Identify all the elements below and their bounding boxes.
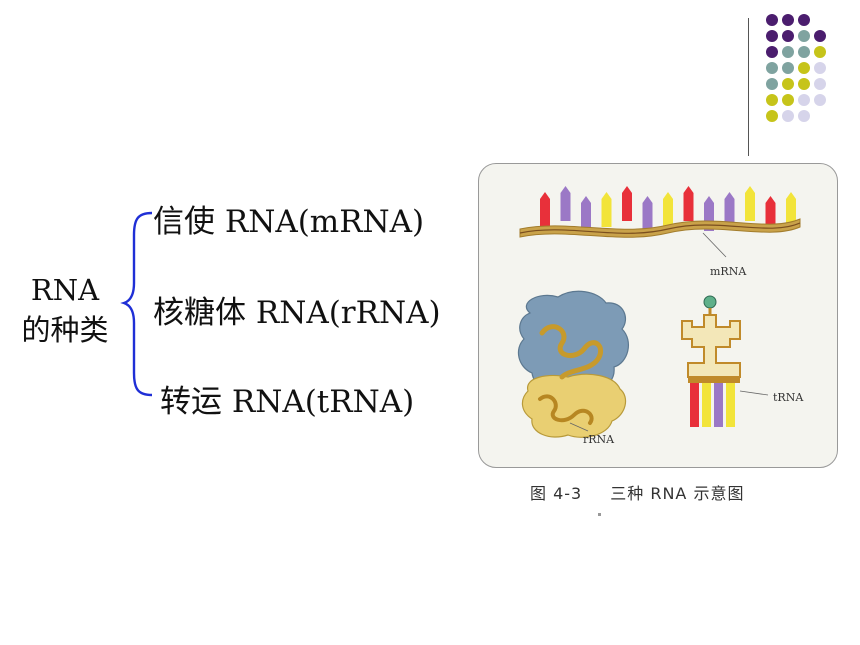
- mrna-base: [724, 199, 735, 227]
- mrna-base-cap: [765, 196, 776, 203]
- mrna-base: [622, 193, 632, 221]
- rna-type-trna: 转运 RNA(tRNA): [160, 384, 415, 420]
- mrna-base-cap: [663, 192, 673, 199]
- figure-caption-text: 三种 RNA 示意图: [610, 484, 745, 503]
- trna-shape: [681, 295, 741, 427]
- decorative-dot: [798, 78, 810, 90]
- mrna-base: [560, 193, 571, 221]
- decorative-dot: [798, 46, 810, 58]
- category-label-line1: RNA: [30, 273, 100, 307]
- decorative-dot: [766, 62, 778, 74]
- mrna-base-cap: [745, 186, 755, 193]
- decorative-dot: [782, 78, 794, 90]
- mrna-base-cap: [724, 192, 735, 199]
- mrna-base: [663, 199, 673, 227]
- decorative-dot: [782, 110, 794, 122]
- decorative-dot: [814, 46, 826, 58]
- decorative-dot-grid: [766, 14, 826, 122]
- decorative-dot: [798, 14, 810, 26]
- decorative-dot: [766, 14, 778, 26]
- decorative-dot: [766, 110, 778, 122]
- mrna-bases: [540, 186, 796, 231]
- decorative-dot: [766, 94, 778, 106]
- mrna-base-cap: [642, 196, 653, 203]
- mrna-base-cap: [683, 186, 694, 193]
- mrna-base-cap: [540, 192, 550, 199]
- ribosome-shape: [517, 290, 630, 438]
- decorative-divider-line: [748, 18, 749, 156]
- mrna-backbone-line: [519, 222, 801, 234]
- mrna-base-cap: [601, 192, 612, 199]
- trna-pointer: [739, 390, 769, 396]
- decorative-dot: [814, 62, 826, 74]
- mrna-label: mRNA: [710, 265, 747, 278]
- decorative-dot: [766, 30, 778, 42]
- mrna-base: [642, 203, 653, 231]
- mrna-base: [786, 199, 796, 227]
- decorative-dot: [766, 78, 778, 90]
- decorative-dot: [798, 62, 810, 74]
- trna-label: tRNA: [773, 391, 804, 404]
- mrna-base: [540, 199, 550, 227]
- decorative-dot: [782, 94, 794, 106]
- mrna-base-cap: [622, 186, 632, 193]
- mrna-base-cap: [581, 196, 591, 203]
- mrna-base-cap: [704, 196, 714, 203]
- decorative-dot: [798, 94, 810, 106]
- decorative-dot: [814, 78, 826, 90]
- decorative-dot: [782, 30, 794, 42]
- decorative-dot: [814, 30, 826, 42]
- decorative-dot: [782, 14, 794, 26]
- category-label: RNA 的种类: [10, 270, 120, 350]
- rna-illustration: mRNA rRNA tRNA: [517, 186, 804, 446]
- decorative-dot: [798, 110, 810, 122]
- decorative-dot: [782, 46, 794, 58]
- mrna-pointer: [702, 232, 727, 258]
- mrna-base: [745, 193, 755, 221]
- figure-caption-number: 图 4-3: [530, 484, 583, 503]
- figure-caption: 图 4-3 三种 RNA 示意图: [530, 480, 744, 504]
- mrna-base: [581, 203, 591, 231]
- decorative-speck: [598, 513, 601, 516]
- mrna-base: [601, 199, 612, 227]
- mrna-base: [704, 203, 714, 231]
- rna-type-mrna: 信使 RNA(mRNA): [153, 204, 425, 240]
- decorative-dot: [766, 46, 778, 58]
- mrna-base-cap: [560, 186, 571, 193]
- mrna-base: [765, 203, 776, 231]
- mrna-base-cap: [786, 192, 796, 199]
- curly-brace: [120, 211, 153, 397]
- decorative-dot: [782, 62, 794, 74]
- decorative-dot: [798, 30, 810, 42]
- mrna-backbone: [519, 218, 801, 238]
- rrna-pointer: [569, 422, 589, 432]
- category-label-line2: 的种类: [21, 313, 109, 347]
- mrna-base: [683, 193, 694, 221]
- rrna-label: rRNA: [583, 433, 615, 446]
- decorative-dot: [814, 94, 826, 106]
- rna-type-rrna: 核糖体 RNA(rRNA): [153, 295, 441, 331]
